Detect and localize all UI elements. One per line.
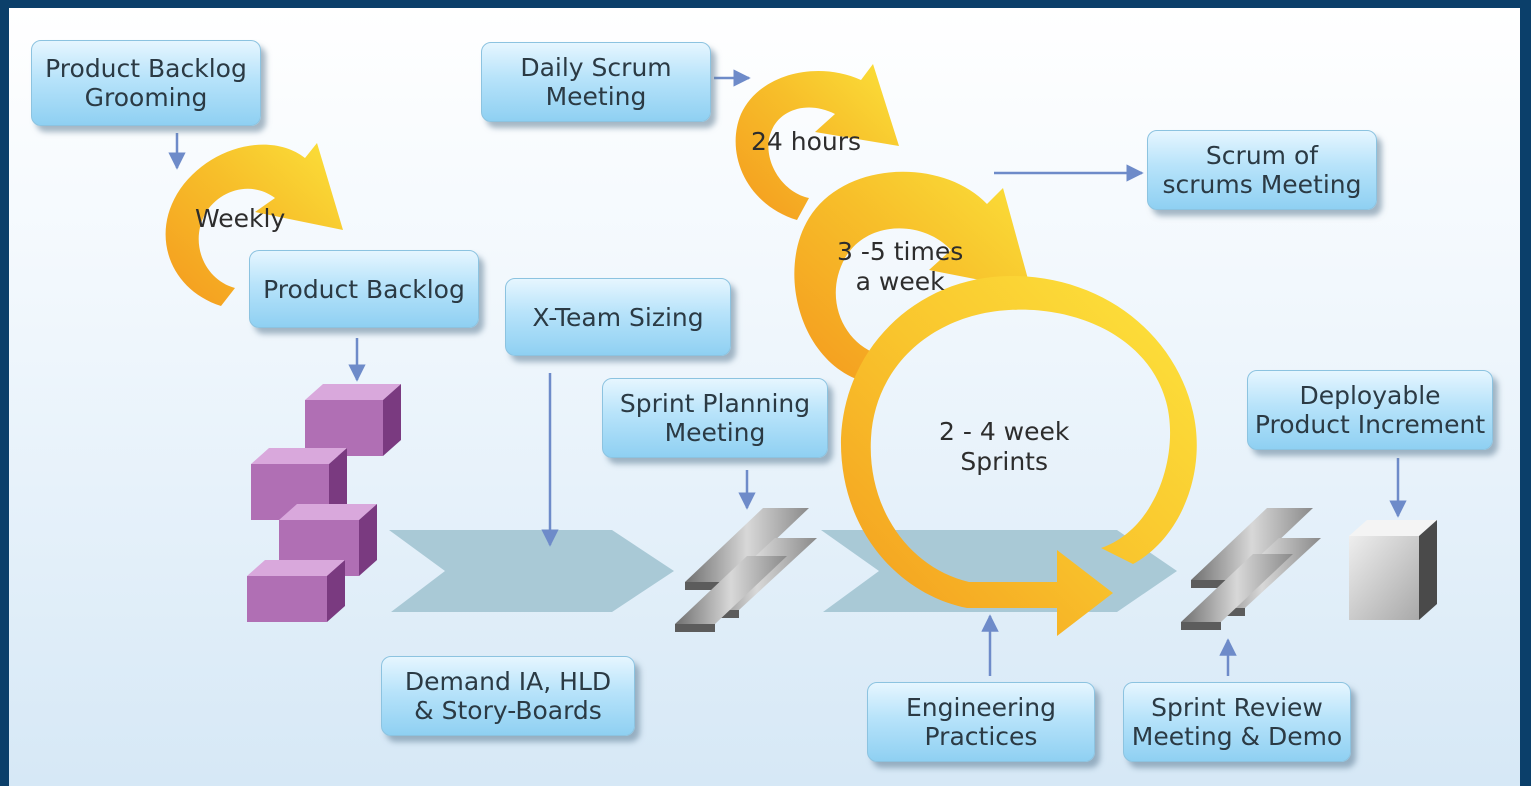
product-increment-cube — [1349, 520, 1437, 620]
demand-ia-line-1: Demand IA, HLD — [404, 667, 612, 696]
demand-ia-line-2: & Story-Boards — [414, 696, 602, 725]
daily-scrum-meeting-box: Daily Scrum Meeting — [481, 42, 711, 122]
demand-ia-box: Demand IA, HLD & Story-Boards — [381, 656, 635, 736]
sprint-cycle-line-1: 2 - 4 week — [939, 417, 1070, 446]
diagram-frame: Weekly 24 hours 3 -5 times a week 2 - 4 … — [9, 8, 1520, 786]
product-backlog-box: Product Backlog — [249, 250, 479, 328]
engineering-line-1: Engineering — [906, 693, 1056, 722]
daily-scrum-line-2: Meeting — [545, 82, 647, 111]
sprint-planning-meeting-box: Sprint Planning Meeting — [602, 378, 828, 458]
product-backlog-grooming-box: Product Backlog Grooming — [31, 40, 261, 126]
sprint-review-line-2: Meeting & Demo — [1131, 722, 1343, 751]
deployable-line-2: Product Increment — [1254, 410, 1486, 439]
engineering-line-2: Practices — [924, 722, 1038, 751]
weekly-cycle-text: Weekly — [195, 204, 286, 233]
daily-cycle-arrow — [735, 64, 899, 220]
sprint-review-bars — [1181, 508, 1321, 630]
daily-scrum-line-1: Daily Scrum — [520, 53, 672, 82]
scrum-of-scrums-cycle-label: 3 -5 times a week — [837, 237, 963, 297]
engineering-practices-box: Engineering Practices — [867, 682, 1095, 762]
scrum-of-scrums-cycle-line-2: a week — [855, 267, 945, 296]
sprint-planning-line-1: Sprint Planning — [619, 389, 811, 418]
backlog-blocks — [247, 384, 401, 622]
sprint-review-meeting-box: Sprint Review Meeting & Demo — [1123, 682, 1351, 762]
scrum-of-scrums-line-2: scrums Meeting — [1162, 170, 1362, 199]
sprint-planning-line-2: Meeting — [664, 418, 766, 447]
scrum-of-scrums-meeting-box: Scrum of scrums Meeting — [1147, 130, 1377, 210]
daily-cycle-text: 24 hours — [751, 127, 862, 156]
x-team-sizing-box: X-Team Sizing — [505, 278, 731, 356]
deployable-product-increment-box: Deployable Product Increment — [1247, 370, 1493, 450]
daily-cycle-label: 24 hours — [751, 127, 861, 157]
scrum-of-scrums-line-1: Scrum of — [1205, 141, 1319, 170]
product-backlog-grooming-line-2: Grooming — [84, 83, 208, 112]
sprint-review-line-1: Sprint Review — [1151, 693, 1323, 722]
sprint-cycle-label: 2 - 4 week Sprints — [939, 417, 1069, 477]
scrum-of-scrums-cycle-line-1: 3 -5 times — [837, 237, 964, 266]
sprint-planning-bars — [675, 508, 817, 632]
sprint-cycle-line-2: Sprints — [960, 447, 1048, 476]
sprint-cycle-arrow — [840, 276, 1197, 636]
x-team-sizing-line-1: X-Team Sizing — [532, 302, 704, 332]
product-backlog-grooming-line-1: Product Backlog — [45, 54, 247, 83]
weekly-cycle-arrow — [165, 143, 343, 306]
product-backlog-line-1: Product Backlog — [263, 274, 465, 304]
diagram-graphics — [165, 64, 1437, 676]
flow-band-left — [389, 530, 674, 612]
scrum-of-scrums-cycle-arrow — [794, 171, 1031, 380]
deployable-line-1: Deployable — [1299, 381, 1441, 410]
weekly-cycle-label: Weekly — [195, 204, 285, 234]
